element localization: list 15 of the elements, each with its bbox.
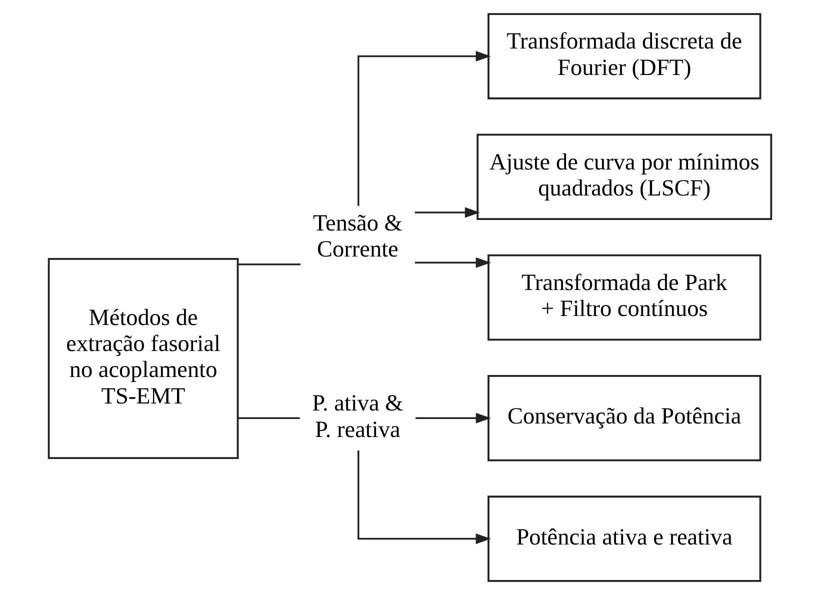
arrow xyxy=(358,50,491,206)
arrow xyxy=(414,207,480,218)
arrow xyxy=(414,257,491,268)
node-box: Conservação da Potência xyxy=(488,375,762,462)
arrow xyxy=(358,450,491,544)
node-text: Tensão & Corrente xyxy=(312,210,402,263)
node-box: Transformada de Park + Filtro contínuos xyxy=(488,254,762,341)
connector xyxy=(238,264,300,266)
connector xyxy=(238,417,300,420)
arrow xyxy=(416,412,492,424)
node-box: Ajuste de curva por mínimos quadrados (LSCF) xyxy=(476,134,772,220)
node-box: Transformada discreta de Fourier (DFT) xyxy=(488,13,762,100)
node-box: Potência ativa e reativa xyxy=(488,496,762,582)
node-box: Métodos de extração fasorial no acoplamento TS-EMT xyxy=(48,258,239,460)
node-text: P. ativa & P. reativa xyxy=(312,390,404,443)
